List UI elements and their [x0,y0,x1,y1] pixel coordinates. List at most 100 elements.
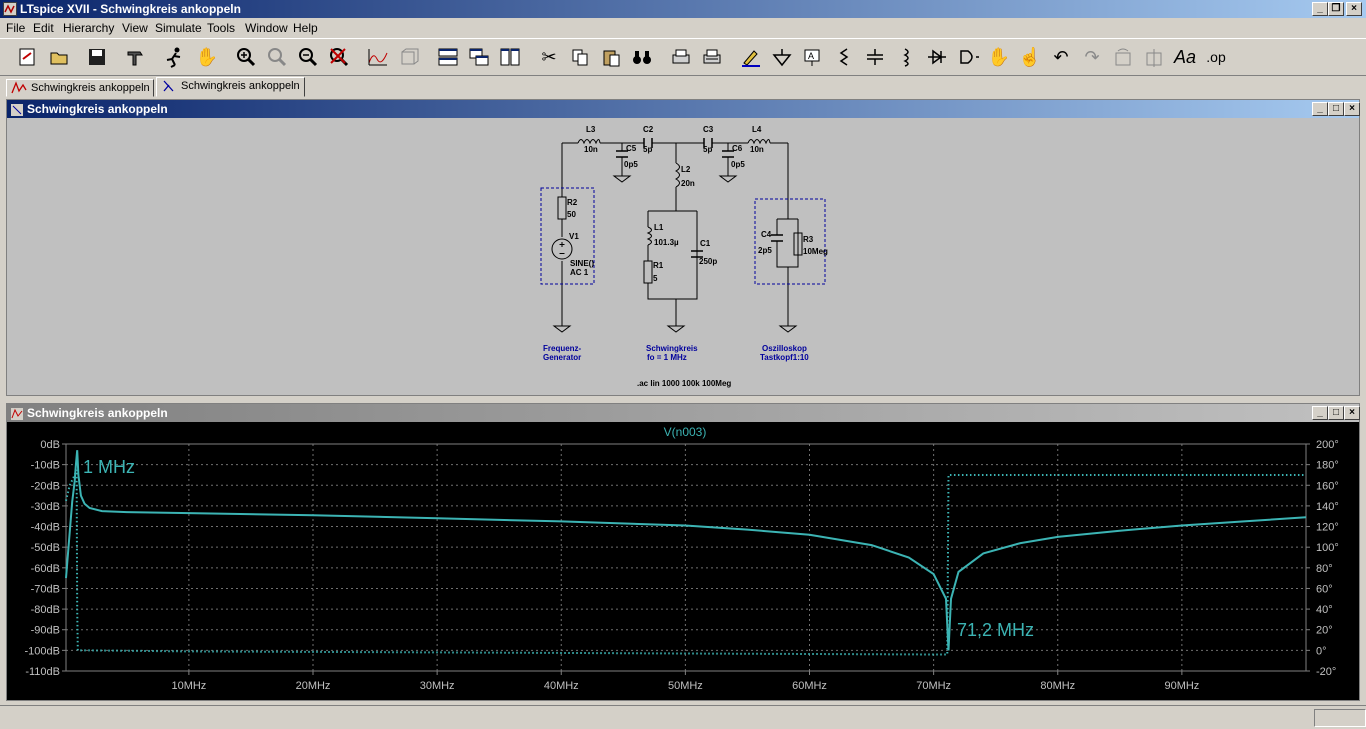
label-V1: V1 [569,232,579,241]
y-left-tick-label: -20dB [31,480,60,492]
y-right-tick-label: 180° [1316,460,1339,472]
waveform-window-icon [11,407,23,420]
y-right-tick-label: 200° [1316,439,1339,451]
phase-trace[interactable] [65,469,1306,656]
tab-waveform[interactable]: Schwingkreis ankoppeln [6,79,154,97]
open-folder-icon[interactable] [47,44,73,70]
y-left-tick-label: -60dB [31,563,60,575]
svg-text:A: A [808,51,814,61]
capacitor-icon[interactable] [862,44,888,70]
x-tick-label: 50MHz [668,680,703,692]
app-minimize-button[interactable]: _ [1312,2,1328,16]
y-left-tick-label: -110dB [25,666,60,678]
schematic-maximize-button[interactable]: □ [1328,102,1344,116]
move-hand-icon[interactable]: ✋ [987,46,1011,67]
x-tick-label: 90MHz [1164,680,1199,692]
y-right-tick-label: 80° [1316,563,1333,575]
status-bar [0,705,1366,729]
label-R2: R2 [567,198,578,207]
y-left-tick-label: -40dB [31,522,60,534]
cascade-icon[interactable] [466,44,492,70]
label-C5: C5 [626,144,637,153]
copy-icon[interactable] [567,44,593,70]
tile-horizontal-icon[interactable] [435,44,461,70]
print-setup-icon[interactable] [668,44,694,70]
menu-file[interactable]: File [6,21,26,35]
save-icon[interactable] [84,44,110,70]
label-R3-value: 10Meg [803,247,828,256]
label-fo: fo = 1 MHz [647,353,687,362]
menu-window[interactable]: Window [245,21,288,35]
label-V1-sine: SINE() [570,259,594,268]
label-C1: C1 [700,239,711,248]
tab-schematic[interactable]: Schwingkreis ankoppeln [156,77,305,97]
paste-icon[interactable] [598,44,624,70]
pan-icon[interactable] [264,44,290,70]
menu-hierarchy[interactable]: Hierarchy [63,21,115,35]
diode-icon[interactable] [924,44,950,70]
redo-icon[interactable]: ↷ [1084,46,1100,67]
y-right-tick-label: 100° [1316,542,1339,554]
menu-simulate[interactable]: Simulate [155,21,202,35]
waveform-close-button[interactable]: × [1344,406,1360,420]
control-panel-hammer-icon[interactable] [123,44,149,70]
app-close-button[interactable]: × [1346,2,1362,16]
run-simulation-icon[interactable] [161,44,187,70]
x-tick-label: 20MHz [296,680,331,692]
label-L4-value: 10n [750,145,764,154]
ground-icon[interactable] [769,44,795,70]
new-schematic-icon[interactable] [14,44,40,70]
cut-icon[interactable]: ✂ [541,46,557,67]
tile-vertical-icon[interactable] [497,44,523,70]
trace-label[interactable]: V(n003) [664,425,707,439]
draw-wire-pencil-icon[interactable] [738,44,764,70]
schematic-window: Schwingkreis ankoppeln _ □ × [6,99,1360,396]
zoom-fit-icon[interactable] [326,44,352,70]
zoom-out-icon[interactable] [295,44,321,70]
find-binoculars-icon[interactable] [629,44,655,70]
component-3d-icon[interactable] [396,44,422,70]
x-tick-label: 10MHz [171,680,206,692]
spice-directive-icon[interactable]: .op [1206,49,1226,65]
app-restore-button[interactable]: ❐ [1328,2,1344,16]
y-right-tick-label: 20° [1316,625,1333,637]
app-title: LTspice XVII - Schwingkreis ankoppeln [20,2,241,16]
status-panel [1314,709,1366,727]
tab-schematic-label: Schwingkreis ankoppeln [181,80,300,92]
menu-tools[interactable]: Tools [207,21,236,35]
label-R3: R3 [803,235,814,244]
label-net-icon[interactable]: A [800,44,826,70]
undo-icon[interactable]: ↶ [1053,46,1069,67]
label-C4: C4 [761,230,772,239]
label-C4-value: 2p5 [758,246,772,255]
text-icon[interactable]: Aa [1173,46,1197,67]
mirror-icon[interactable] [1141,44,1167,70]
waveform-minimize-button[interactable]: _ [1312,406,1328,420]
rotate-icon[interactable] [1110,44,1136,70]
schematic-window-icon [11,103,23,116]
halt-hand-icon[interactable]: ✋ [195,46,219,67]
label-R2-value: 50 [567,210,576,219]
schematic-canvas[interactable]: L3 10n C2 5p C3 5p L4 10n C5 0p5 C6 0p5 … [7,118,1359,395]
y-left-tick-label: -70dB [31,583,60,595]
drag-hand-icon[interactable]: ☝ [1018,46,1042,67]
autorange-icon[interactable] [365,44,391,70]
menu-help[interactable]: Help [293,21,318,35]
inductor-icon[interactable] [893,44,919,70]
schematic-minimize-button[interactable]: _ [1312,102,1328,116]
label-schwingkreis: Schwingkreis [646,344,698,353]
schematic-close-button[interactable]: × [1344,102,1360,116]
magnitude-trace[interactable] [65,450,1307,651]
y-left-tick-label: -50dB [31,542,60,554]
print-icon[interactable] [699,44,725,70]
resistor-icon[interactable] [831,44,857,70]
menu-edit[interactable]: Edit [33,21,54,35]
component-icon[interactable] [955,44,981,70]
annotation-71mhz: 71,2 MHz [957,620,1034,640]
zoom-in-icon[interactable] [233,44,259,70]
waveform-maximize-button[interactable]: □ [1328,406,1344,420]
menu-bar: File Edit Hierarchy View Simulate Tools … [0,18,1366,38]
menu-view[interactable]: View [122,21,148,35]
